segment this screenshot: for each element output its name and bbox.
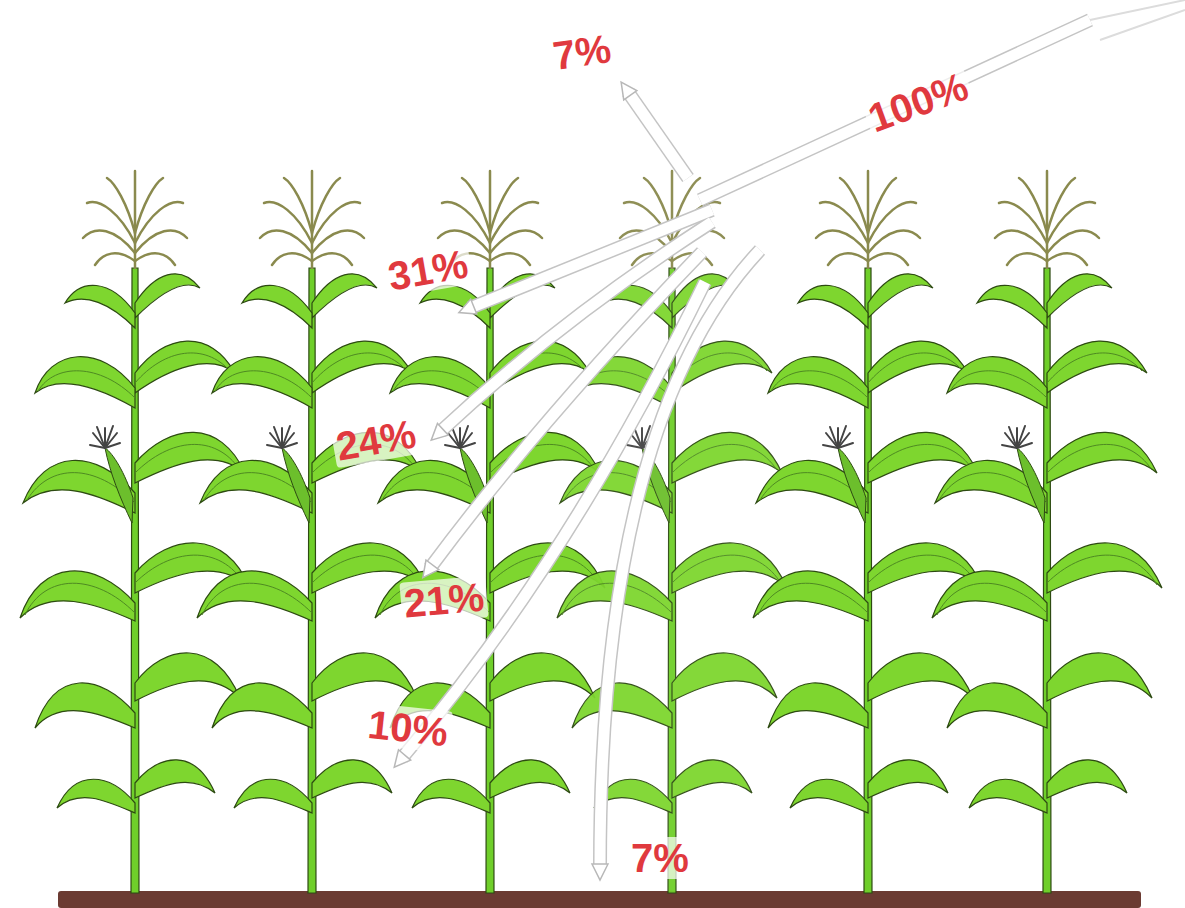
percentage-label: 31% [382,242,474,298]
percentage-label: 7% [628,837,692,879]
corn-plant [20,171,250,893]
percentage-label: 100% [860,64,976,141]
corn-plant [932,171,1162,893]
percentage-label: 24% [330,412,422,468]
corn-plant [753,171,983,893]
percentage-label: 7% [547,27,616,77]
percentage-label: 21% [399,575,488,624]
light-arrows [402,0,1185,868]
soil-strip [58,891,1141,908]
percentage-label: 10% [363,703,453,754]
